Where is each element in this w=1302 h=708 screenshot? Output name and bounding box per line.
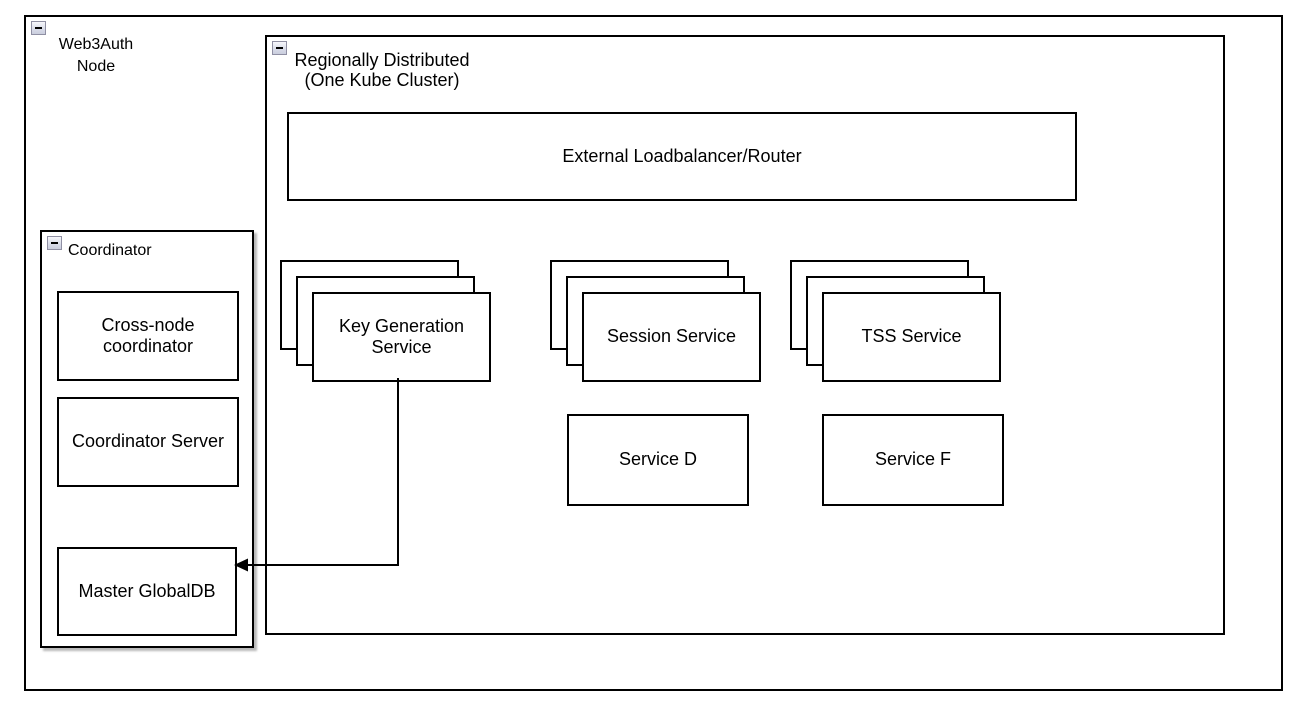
session-service-label: Session Service xyxy=(606,326,737,347)
master-globaldb-label: Master GlobalDB xyxy=(78,580,216,601)
service-f-node[interactable]: Service F xyxy=(822,414,1004,506)
tss-service-stack[interactable]: TSS Service xyxy=(790,260,1001,382)
service-d-node[interactable]: Service D xyxy=(567,414,749,506)
key-generation-service-label: Key Generation Service xyxy=(338,315,465,357)
collapse-minus-icon[interactable] xyxy=(47,236,62,250)
web3auth-node-container[interactable]: Web3Auth Node Regionally Distributed (On… xyxy=(24,15,1283,691)
minus-icon xyxy=(276,47,283,49)
cross-node-coordinator-label: Cross-node coordinator xyxy=(101,314,195,356)
cross-node-coordinator-node[interactable]: Cross-node coordinator xyxy=(57,291,239,381)
minus-icon xyxy=(35,27,42,29)
coordinator-container[interactable]: Coordinator Cross-node coordinator Coord… xyxy=(40,230,254,648)
key-generation-service-stack[interactable]: Key Generation Service xyxy=(280,260,491,382)
region-container[interactable]: Regionally Distributed (One Kube Cluster… xyxy=(265,35,1225,635)
master-globaldb-node[interactable]: Master GlobalDB xyxy=(57,547,237,636)
collapse-minus-icon[interactable] xyxy=(272,41,287,55)
service-d-label: Service D xyxy=(618,449,698,470)
key-generation-service-node[interactable]: Key Generation Service xyxy=(312,292,491,382)
region-label: Regionally Distributed (One Kube Cluster… xyxy=(294,50,470,90)
coordinator-server-node[interactable]: Coordinator Server xyxy=(57,397,239,487)
web3auth-node-label: Web3Auth Node xyxy=(58,36,134,75)
session-service-stack[interactable]: Session Service xyxy=(550,260,761,382)
tss-service-label: TSS Service xyxy=(861,326,962,347)
external-loadbalancer-label: External Loadbalancer/Router xyxy=(562,145,802,166)
collapse-minus-icon[interactable] xyxy=(31,21,46,35)
minus-icon xyxy=(51,242,58,244)
service-f-label: Service F xyxy=(874,449,952,470)
coordinator-label: Coordinator xyxy=(68,242,152,259)
external-loadbalancer-node[interactable]: External Loadbalancer/Router xyxy=(287,112,1077,201)
coordinator-server-label: Coordinator Server xyxy=(71,431,225,452)
tss-service-node[interactable]: TSS Service xyxy=(822,292,1001,382)
session-service-node[interactable]: Session Service xyxy=(582,292,761,382)
